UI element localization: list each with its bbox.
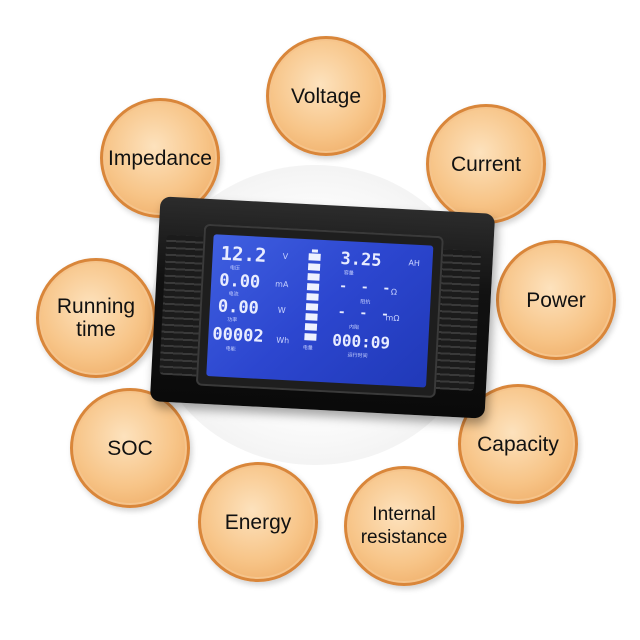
- capacity-readout: 3.25: [340, 248, 382, 272]
- time-caption: 运行时间: [347, 352, 368, 360]
- voltage-readout: 12.2: [220, 242, 267, 267]
- feature-bubble-energy: Energy: [198, 462, 318, 582]
- soc-bar: [307, 263, 321, 271]
- soc-bar: [305, 303, 319, 311]
- resistance-unit: mΩ: [385, 313, 400, 324]
- voltage-unit: V: [282, 251, 289, 262]
- feature-bubble-current: Current: [426, 104, 546, 224]
- feature-label-energy: Energy: [224, 510, 292, 534]
- capacity-unit: AH: [408, 258, 421, 269]
- feature-label-soc: SOC: [107, 436, 153, 460]
- energy-unit: Wh: [275, 335, 290, 346]
- energy-caption: 电能: [225, 345, 236, 353]
- power-readout: 0.00: [217, 296, 260, 319]
- feature-bubble-running-time: Running time: [36, 258, 156, 378]
- power-unit: W: [277, 305, 286, 316]
- battery-caption: 电量: [302, 345, 314, 352]
- feature-label-internal-resistance: Internal resistance: [360, 504, 448, 548]
- impedance-readout: - - -: [338, 278, 394, 297]
- current-readout: 0.00: [218, 270, 261, 293]
- time-readout: 000:09: [331, 330, 391, 353]
- current-unit: mA: [274, 279, 289, 290]
- feature-label-current: Current: [450, 152, 522, 176]
- energy-readout: 00002: [211, 324, 265, 347]
- feature-bubble-power: Power: [496, 240, 616, 360]
- soc-bar: [307, 273, 320, 281]
- battery-icon-tip: [311, 249, 319, 253]
- battery-monitor-device: 12.2 V 电压 0.00 mA 电流 0.00 W 功率 00002 Wh …: [149, 196, 496, 419]
- feature-label-running-time: Running time: [56, 295, 136, 341]
- feature-label-impedance: Impedance: [108, 146, 212, 170]
- soc-bar: [305, 313, 318, 321]
- soc-bar: [304, 323, 318, 331]
- soc-bar: [308, 253, 321, 261]
- lcd-bezel: 12.2 V 电压 0.00 mA 电流 0.00 W 功率 00002 Wh …: [195, 223, 444, 399]
- impedance-unit: Ω: [390, 287, 398, 297]
- soc-bar: [306, 293, 319, 301]
- capacity-caption: 容量: [343, 270, 354, 277]
- impedance-caption: 阻抗: [360, 298, 371, 306]
- lcd-screen: 12.2 V 电压 0.00 mA 电流 0.00 W 功率 00002 Wh …: [206, 234, 434, 388]
- feature-label-power: Power: [526, 288, 586, 312]
- soc-bar: [304, 333, 317, 341]
- feature-bubble-soc: SOC: [70, 388, 190, 508]
- resistance-caption: 内阻: [348, 324, 360, 331]
- power-caption: 功率: [227, 317, 238, 324]
- resistance-readout: - - -: [337, 304, 393, 323]
- soc-bar: [306, 283, 320, 291]
- feature-bubble-voltage: Voltage: [266, 36, 386, 156]
- feature-label-capacity: Capacity: [477, 432, 559, 456]
- feature-bubble-internal-resistance: Internal resistance: [344, 466, 464, 586]
- feature-label-voltage: Voltage: [290, 84, 362, 108]
